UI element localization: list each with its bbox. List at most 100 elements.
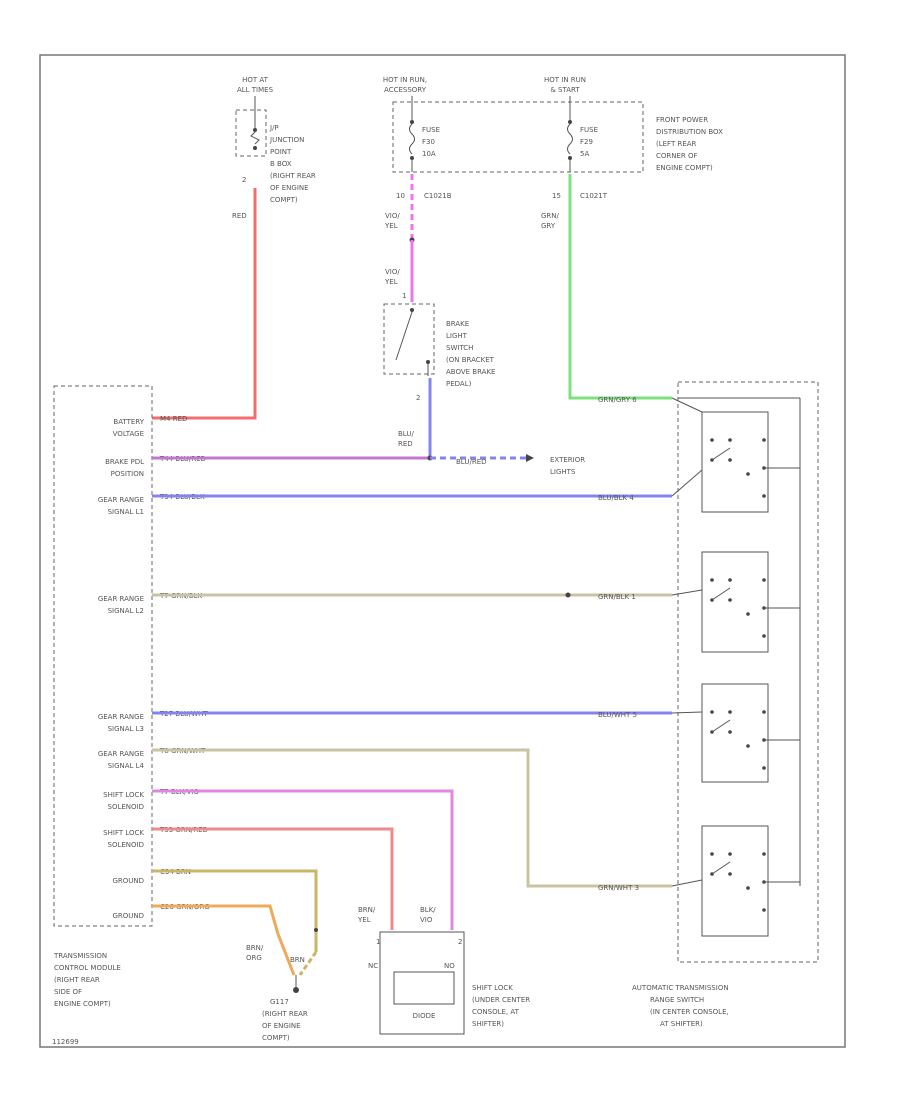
svg-text:(LEFT REAR: (LEFT REAR xyxy=(656,140,697,148)
shift-lock-label: SHIFT LOCK (UNDER CENTER CONSOLE, AT SHI… xyxy=(472,984,530,1028)
svg-text:G117: G117 xyxy=(270,998,289,1006)
brake-switch-label: BRAKE LIGHT SWITCH (ON BRACKET ABOVE BRA… xyxy=(446,320,495,388)
wire-blu-red-label-1: BLU/ xyxy=(398,430,414,438)
tcm-label: TRANSMISSION CONTROL MODULE (RIGHT REAR … xyxy=(53,952,121,1008)
tcm-pin-label-2: SIGNAL L3 xyxy=(108,725,144,733)
svg-text:AUTOMATIC TRANSMISSION: AUTOMATIC TRANSMISSION xyxy=(632,984,729,992)
trs-contact-point xyxy=(762,766,766,770)
shift-lock-pin-r: 2 xyxy=(458,938,462,946)
svg-text:COMPT): COMPT) xyxy=(270,196,298,204)
svg-text:FUSE: FUSE xyxy=(580,126,598,134)
trs-contact-group xyxy=(701,683,769,783)
trs-contact-group xyxy=(701,411,769,513)
svg-text:OF ENGINE: OF ENGINE xyxy=(270,184,309,192)
svg-text:GRN/GRY 6: GRN/GRY 6 xyxy=(598,396,637,404)
shift-lock-term-r: NO xyxy=(444,962,455,970)
svg-text:SHIFTER): SHIFTER) xyxy=(472,1020,504,1028)
shift-lock-wire-r-2: VIO xyxy=(420,916,433,924)
trs-contact-point xyxy=(762,852,766,856)
fuse2-connector: C1021T xyxy=(580,192,608,200)
wire-vio-yel-top-2: YEL xyxy=(384,222,398,230)
shift-lock-term-l: NC xyxy=(368,962,378,970)
svg-text:ENGINE COMPT): ENGINE COMPT) xyxy=(656,164,713,172)
tcm-pin-label: SHIFT LOCK xyxy=(103,829,144,837)
trs-contact-point xyxy=(728,852,732,856)
svg-text:ABOVE BRAKE: ABOVE BRAKE xyxy=(446,368,495,376)
brake-switch-box xyxy=(383,303,435,375)
trs-switch-blade xyxy=(711,587,731,601)
footer-code: 112699 xyxy=(52,1038,79,1046)
tcm-pin-label-2: SIGNAL L4 xyxy=(108,762,145,770)
trs-input-stub xyxy=(671,711,703,714)
jp-pin-label: 2 xyxy=(242,176,246,184)
trs-contact-groups xyxy=(671,397,800,937)
svg-text:TRANSMISSION: TRANSMISSION xyxy=(53,952,107,960)
trs-contact-point xyxy=(710,578,714,582)
trs-contact-point xyxy=(762,634,766,638)
trs-input-stub xyxy=(671,397,703,413)
tcm-pin-label: GROUND xyxy=(112,877,144,885)
wire-shift-lock-blk-vio xyxy=(152,789,454,930)
trs-contact-point xyxy=(710,852,714,856)
tcm-pin-label-2: SIGNAL L2 xyxy=(108,607,144,615)
wire-shift-lock-grn-red xyxy=(152,827,394,930)
shift-lock-box xyxy=(379,931,465,1035)
tcm-pin-label: GEAR RANGE xyxy=(98,750,144,758)
svg-text:F30: F30 xyxy=(422,138,435,146)
shift-lock-wire-r-1: BLK/ xyxy=(420,906,436,914)
tcm-pin-label-2: VOLTAGE xyxy=(113,430,144,438)
svg-text:5A: 5A xyxy=(580,150,589,158)
trs-contact-point xyxy=(762,710,766,714)
svg-text:CONTROL MODULE: CONTROL MODULE xyxy=(54,964,121,972)
brake-switch-pin-in: 1 xyxy=(402,292,406,300)
trs-contact-point xyxy=(762,578,766,582)
wire-grn-gry xyxy=(568,174,672,400)
trs-contact-point xyxy=(728,730,732,734)
tcm-pin-label-2: POSITION xyxy=(111,470,144,478)
tcm-pin-label: GEAR RANGE xyxy=(98,595,144,603)
fuse-box-label: FRONT POWER DISTRIBUTION BOX (LEFT REAR … xyxy=(656,116,723,172)
fuse1-connector: C1021B xyxy=(424,192,452,200)
svg-text:FRONT POWER: FRONT POWER xyxy=(656,116,708,124)
svg-text:PEDAL): PEDAL) xyxy=(446,380,472,388)
wire-ground-join xyxy=(298,951,318,976)
trs-contact-point xyxy=(746,744,750,748)
trs-label: AUTOMATIC TRANSMISSION RANGE SWITCH (IN … xyxy=(632,984,729,1028)
svg-text:(IN CENTER CONSOLE,: (IN CENTER CONSOLE, xyxy=(650,1008,729,1016)
wire-gear-l4 xyxy=(152,748,672,888)
svg-text:(UNDER CENTER: (UNDER CENTER xyxy=(472,996,530,1004)
wire-ext-label: BLU/RED xyxy=(456,458,487,466)
fuse1-pin: 10 xyxy=(396,192,405,200)
tcm-pin-label: BATTERY xyxy=(113,418,144,426)
wire-grn-gry-label-1: GRN/ xyxy=(541,212,560,220)
junction-point-label: J/P JUNCTION POINT B BOX (RIGHT REAR OF … xyxy=(269,124,316,204)
svg-text:J/P: J/P xyxy=(269,124,279,132)
exterior-lights-label-1: EXTERIOR xyxy=(550,456,585,464)
tcm-pin-label: GEAR RANGE xyxy=(98,713,144,721)
trs-contact-point xyxy=(710,438,714,442)
svg-text:(RIGHT REAR: (RIGHT REAR xyxy=(262,1010,308,1018)
svg-text:GRN/BLK 1: GRN/BLK 1 xyxy=(598,593,636,601)
diagram-frame xyxy=(39,54,846,1048)
trs-contact-point xyxy=(746,612,750,616)
svg-text:(RIGHT REAR: (RIGHT REAR xyxy=(54,976,100,984)
svg-text:AT SHIFTER): AT SHIFTER) xyxy=(660,1020,703,1028)
tcm-pin-label: GEAR RANGE xyxy=(98,496,144,504)
trs-contact-point xyxy=(728,710,732,714)
ground-wire-a-1: BRN/ xyxy=(246,944,264,952)
ground-wire-b: BRN xyxy=(290,956,305,964)
fuse-f29-label: FUSE F29 5A xyxy=(580,126,598,158)
svg-text:SIDE OF: SIDE OF xyxy=(54,988,82,996)
shift-lock-wire-l-2: YEL xyxy=(357,916,371,924)
svg-text:CORNER OF: CORNER OF xyxy=(656,152,698,160)
hot-run-start-label: HOT IN RUN xyxy=(544,76,586,84)
trs-box xyxy=(677,381,819,963)
svg-text:(RIGHT REAR: (RIGHT REAR xyxy=(270,172,316,180)
brake-switch-pin-out: 2 xyxy=(416,394,420,402)
svg-text:RANGE SWITCH: RANGE SWITCH xyxy=(650,996,704,1004)
wire-vio-yel-in-2: YEL xyxy=(384,278,398,286)
hot-run-acc-label: HOT IN RUN, xyxy=(383,76,427,84)
svg-text:(ON BRACKET: (ON BRACKET xyxy=(446,356,495,364)
